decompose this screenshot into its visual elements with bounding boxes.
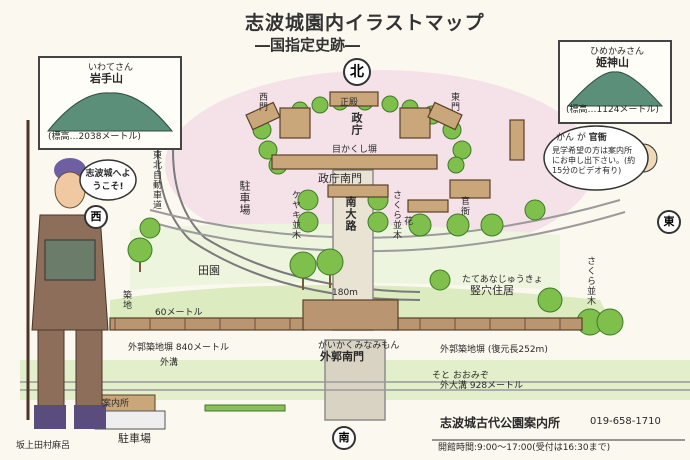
- info-center-label: 案内所: [102, 399, 130, 409]
- tsukiji-label: 築地: [121, 290, 131, 310]
- outer-moat-label: 外大溝 928メートル: [440, 381, 524, 391]
- character-figure: [26, 120, 109, 429]
- denen-label: 田園: [198, 264, 220, 277]
- mountain-icon: [46, 92, 174, 132]
- map-subtitle: ―国指定史跡―: [255, 36, 361, 54]
- guard-title: 官衙: [588, 133, 607, 143]
- map-title: 志波城園内イラストマップ: [245, 12, 485, 34]
- info-name: 志波城古代公園案内所: [440, 416, 561, 430]
- seiden-label: 正殿: [340, 98, 359, 108]
- welcome-bubble: 志波城へようこそ!: [85, 169, 131, 192]
- moat-reading: そと おおみぞ: [432, 371, 489, 381]
- mekakushi-label: 目かくし塀: [332, 145, 378, 155]
- house-label: 竪穴住居: [470, 284, 514, 297]
- west-gate-label: 西門: [257, 92, 267, 112]
- guard-note: 見学希望の方は案内所にお申し出下さい。(約15分のビデオ有り): [552, 146, 636, 175]
- himekami-mountain-box: ひめかみさん 姫神山 (標高…1124メートル): [558, 40, 672, 124]
- kanga-small-label: 官衙: [459, 196, 469, 216]
- parking-south-label: 駐車場: [118, 432, 151, 445]
- north-compass-icon: 北: [343, 58, 371, 86]
- outer-gate-reading: がいかくみなみもん: [318, 341, 400, 351]
- seichou-minamimon-label: 政庁南門: [318, 172, 362, 185]
- south-street-label: 南大路: [344, 196, 357, 232]
- outer-wall-east-label: 外郭築地塀 (復元長252m): [440, 345, 548, 355]
- parking-west-label: 駐車場: [238, 180, 251, 216]
- sakura-namiki-label: さくら並木: [585, 256, 595, 306]
- iwate-reading: いわてさん: [88, 63, 134, 73]
- house-reading: たてあなじゅうきょ: [462, 275, 543, 285]
- south-compass-icon: 南: [332, 426, 356, 450]
- outer-wall-west-label: 外郭築地塀 840メートル: [128, 343, 230, 353]
- himekami-reading: ひめかみさん: [590, 47, 645, 57]
- sakura-label: さくら並木: [391, 190, 401, 240]
- himekami-elevation: (標高…1124メートル): [566, 105, 659, 115]
- len-60-label: 60メートル: [155, 308, 203, 318]
- outer-gate-label: 外郭南門: [320, 350, 364, 363]
- guard-name: かん が 官衙: [556, 130, 636, 143]
- himekami-name: 姫神山: [596, 56, 629, 69]
- mountain-icon-2: [566, 71, 664, 107]
- ka-label: 花: [404, 217, 414, 227]
- info-phone: 019-658-1710: [590, 416, 661, 427]
- west-compass-icon: 西: [84, 205, 108, 229]
- len-180-label: 180m: [332, 288, 358, 298]
- east-compass-icon: 東: [657, 210, 681, 234]
- character-caption: 坂上田村麻呂: [16, 441, 71, 451]
- highway-label: 東北自動車道: [151, 150, 161, 210]
- seichou-label: 政庁: [350, 112, 363, 136]
- east-gate-label: 東門: [449, 92, 459, 112]
- iwate-elevation: (標高…2038メートル): [48, 132, 141, 142]
- iwate-name: 岩手山: [90, 72, 123, 85]
- iwate-mountain-box: いわてさん 岩手山 (標高…2038メートル): [38, 56, 182, 150]
- keyaki-label: ケヤキ並木: [290, 190, 300, 240]
- gaiken-label: 外溝: [160, 358, 179, 368]
- guard-reading: かん が: [556, 133, 586, 143]
- info-hours: 開館時間:9:00～17:00(受付は16:30まで): [438, 443, 611, 453]
